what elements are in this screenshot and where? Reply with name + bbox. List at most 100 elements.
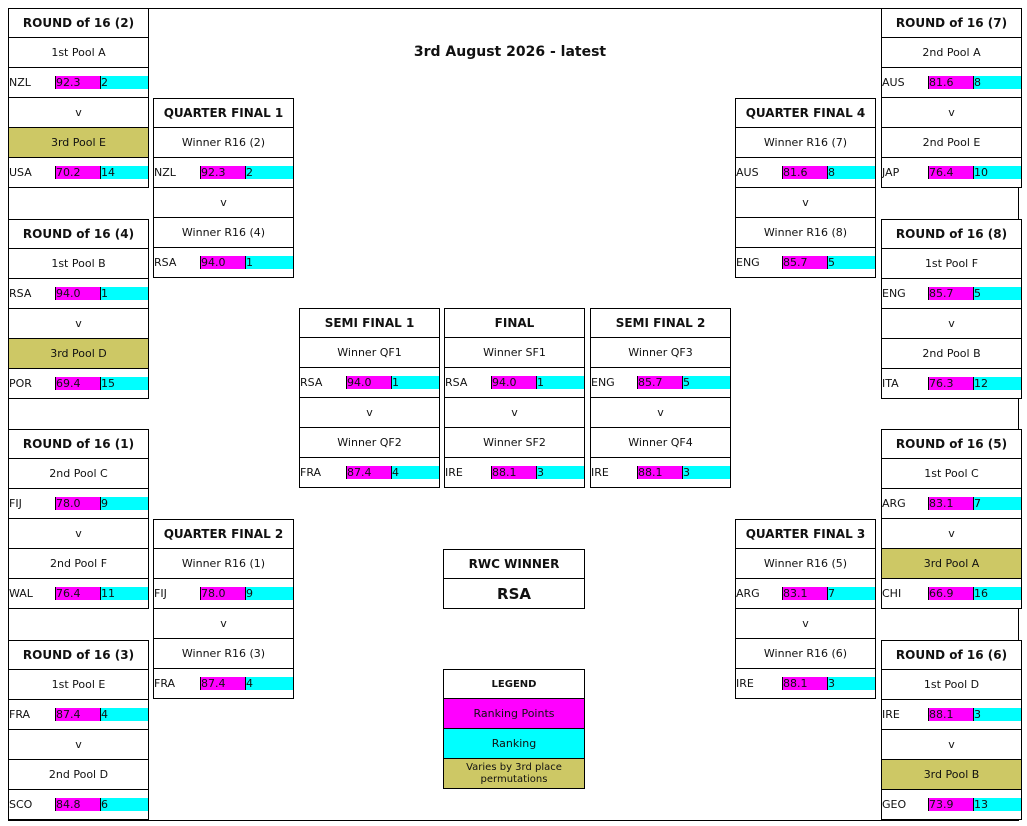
ranking-points: 88.1	[491, 466, 537, 479]
ranking: 4	[392, 466, 439, 479]
ranking: 5	[828, 256, 875, 269]
slot-label: 1st Pool E	[8, 670, 149, 700]
team-code: IRE	[736, 677, 754, 690]
match-title: QUARTER FINAL 3	[735, 519, 876, 549]
ranking: 3	[974, 708, 1021, 721]
ranking: 8	[974, 76, 1021, 89]
ranking: 12	[974, 377, 1021, 390]
versus-label: v	[881, 98, 1022, 128]
match-title: FINAL	[444, 308, 585, 338]
team-code: FIJ	[9, 497, 22, 510]
ranking: 5	[683, 376, 730, 389]
slot-label: Winner R16 (4)	[153, 218, 294, 248]
page-title: 3rd August 2026 - latest	[413, 44, 607, 60]
ranking-points: 88.1	[782, 677, 828, 690]
ranking-points: 81.6	[782, 166, 828, 179]
slot-label: 2nd Pool D	[8, 760, 149, 790]
slot-label: 2nd Pool B	[881, 339, 1022, 369]
slot-label: 2nd Pool C	[8, 459, 149, 489]
slot-label: 3rd Pool E	[8, 128, 149, 158]
ranking-points: 83.1	[782, 587, 828, 600]
slot-label: 1st Pool B	[8, 249, 149, 279]
versus-label: v	[881, 309, 1022, 339]
team-code: JAP	[882, 166, 900, 179]
ranking-points: 87.4	[55, 708, 101, 721]
versus-label: v	[8, 730, 149, 760]
ranking-points: 84.8	[55, 798, 101, 811]
ranking-points: 76.4	[928, 166, 974, 179]
ranking-points: 87.4	[346, 466, 392, 479]
team-code: ENG	[882, 287, 906, 300]
slot-label: Winner R16 (7)	[735, 128, 876, 158]
ranking: 1	[392, 376, 439, 389]
slot-label: 2nd Pool F	[8, 549, 149, 579]
team-code: USA	[9, 166, 32, 179]
match-title: SEMI FINAL 1	[299, 308, 440, 338]
ranking: 9	[101, 497, 148, 510]
team-code: FIJ	[154, 587, 167, 600]
ranking-points: 85.7	[637, 376, 683, 389]
ranking-points: 92.3	[55, 76, 101, 89]
ranking: 3	[537, 466, 584, 479]
ranking-points: 85.7	[928, 287, 974, 300]
slot-label: 1st Pool C	[881, 459, 1022, 489]
team-code: RSA	[300, 376, 323, 389]
ranking-points: 73.9	[928, 798, 974, 811]
versus-label: v	[444, 398, 585, 428]
slot-label: Winner QF3	[590, 338, 731, 368]
ranking-points: 66.9	[928, 587, 974, 600]
rwc-winner-box: RWC WINNER RSA	[443, 549, 585, 609]
versus-label: v	[881, 730, 1022, 760]
slot-label: Winner R16 (8)	[735, 218, 876, 248]
match-title: SEMI FINAL 2	[590, 308, 731, 338]
ranking: 2	[101, 76, 148, 89]
ranking: 5	[974, 287, 1021, 300]
ranking: 4	[101, 708, 148, 721]
versus-label: v	[153, 188, 294, 218]
team-code: GEO	[882, 798, 907, 811]
slot-label: 3rd Pool A	[881, 549, 1022, 579]
legend: LEGEND Ranking Points Ranking Varies by …	[443, 669, 585, 789]
match-title: ROUND of 16 (4)	[8, 219, 149, 249]
ranking: 13	[974, 798, 1021, 811]
team-code: POR	[9, 377, 32, 390]
slot-label: Winner R16 (2)	[153, 128, 294, 158]
ranking: 4	[246, 677, 293, 690]
team-code: NZL	[154, 166, 176, 179]
team-code: CHI	[882, 587, 902, 600]
rwc-winner-title: RWC WINNER	[443, 549, 585, 579]
versus-label: v	[8, 519, 149, 549]
ranking-points: 94.0	[55, 287, 101, 300]
ranking-points: 94.0	[491, 376, 537, 389]
ranking-points: 83.1	[928, 497, 974, 510]
legend-ranking: Ranking	[443, 729, 585, 759]
team-code: SCO	[9, 798, 33, 811]
ranking: 1	[246, 256, 293, 269]
ranking-points: 76.4	[55, 587, 101, 600]
slot-label: 3rd Pool D	[8, 339, 149, 369]
team-code: NZL	[9, 76, 31, 89]
slot-label: Winner R16 (1)	[153, 549, 294, 579]
slot-label: Winner R16 (6)	[735, 639, 876, 669]
ranking-points: 85.7	[782, 256, 828, 269]
team-code: FRA	[154, 677, 176, 690]
ranking: 1	[101, 287, 148, 300]
